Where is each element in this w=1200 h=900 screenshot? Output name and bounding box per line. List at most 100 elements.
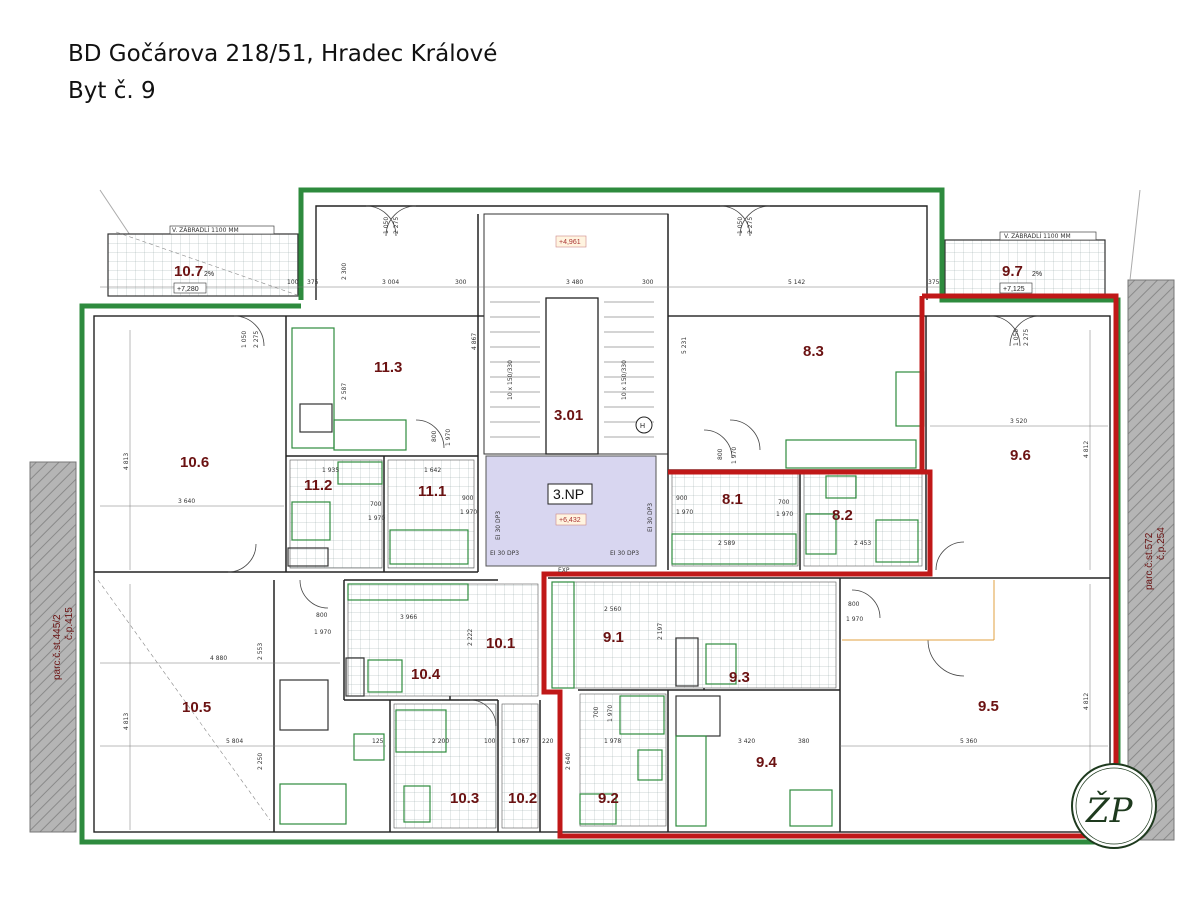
dim-2453: 2 453 — [854, 540, 871, 547]
door-w-6: 800 — [848, 601, 860, 608]
dim-v-2553: 2 553 — [257, 643, 264, 660]
room-label-8-1: 8.1 — [722, 491, 743, 508]
dim-v-4813-a: 4 813 — [123, 453, 130, 470]
neighbour-right-parcel: parc.č.st.572 — [1144, 532, 1155, 590]
flat-9-highlight — [541, 293, 1119, 839]
door-w-13: 700 — [593, 706, 600, 718]
fire-door-3: EI 30 DP3 — [490, 550, 519, 557]
dim-top-8: 375 — [928, 279, 940, 286]
room-label-10-7: 10.7 — [174, 263, 203, 280]
document-title: BD Gočárova 218/51, Hradec Králové Byt č… — [68, 36, 497, 110]
dim-1067: 1 067 — [512, 738, 529, 745]
level-stair-top: +4,961 — [559, 239, 581, 246]
room-label-11-3: 11.3 — [374, 359, 402, 376]
dim-1978: 1 978 — [604, 738, 621, 745]
dim-v-2250: 2 250 — [257, 753, 264, 770]
dim-top-5: 3 480 — [566, 279, 583, 286]
door-h-2: 2 275 — [747, 217, 754, 234]
door-h-12: 1 970 — [731, 447, 738, 464]
fire-door-1: EI 30 DP3 — [495, 511, 502, 540]
door-h-11: 1 970 — [445, 429, 452, 446]
level-terrace-left: +7,280 — [177, 286, 199, 293]
door-w-9: 900 — [676, 495, 688, 502]
door-h-10: 1 970 — [776, 511, 793, 518]
dim-1642: 1 642 — [424, 467, 441, 474]
dim-v-5231: 5 231 — [681, 337, 688, 354]
neighbour-building-right — [1127, 279, 1175, 841]
dim-v-2222: 2 222 — [467, 629, 474, 646]
dim-v-2640: 2 640 — [565, 753, 572, 770]
flight-note-left: 10 x 150/330 — [507, 360, 514, 400]
dim-top-2: 375 — [307, 279, 319, 286]
door-w-8: 900 — [462, 495, 474, 502]
door-h-6: 1 970 — [846, 616, 863, 623]
railing-note-left: V. ZÁBRADLÍ 1100 MM — [172, 227, 239, 234]
flight-note-right: 10 x 150/330 — [621, 360, 628, 400]
door-w-2: 1 050 — [737, 217, 744, 234]
dim-5360: 5 360 — [960, 738, 977, 745]
slope-left: 2% — [204, 271, 214, 278]
room-label-11-1: 11.1 — [418, 483, 446, 500]
door-h-1: 2 275 — [393, 217, 400, 234]
door-w-5: 800 — [316, 612, 328, 619]
neighbour-left-cp: č.p.415 — [64, 607, 75, 640]
dim-v-2197: 2 197 — [657, 623, 664, 640]
dim-v-2300: 2 300 — [341, 263, 348, 280]
room-label-9-5: 9.5 — [978, 698, 999, 715]
dim-2200: 2 200 — [432, 738, 449, 745]
hydrant-mark: H — [640, 423, 645, 430]
dim-1935: 1 935 — [322, 467, 339, 474]
dim-3640: 3 640 — [178, 498, 195, 505]
room-label-11-2: 11.2 — [304, 477, 332, 494]
railing-note-right: V. ZÁBRADLÍ 1100 MM — [1004, 233, 1071, 240]
dim-4880: 4 880 — [210, 655, 227, 662]
dim-top-6: 300 — [642, 279, 654, 286]
room-label-3-01: 3.01 — [554, 407, 583, 424]
dim-v-2587: 2 587 — [341, 383, 348, 400]
door-w-1: 1 050 — [383, 217, 390, 234]
door-w-3: 1 050 — [241, 331, 248, 348]
small-note-220: 220 — [542, 738, 554, 745]
dim-v-4867: 4 867 — [471, 333, 478, 350]
dim-v-4813-b: 4 813 — [123, 713, 130, 730]
dim-3420: 3 420 — [738, 738, 755, 745]
door-w-12: 800 — [717, 448, 724, 460]
door-h-13: 1 970 — [607, 705, 614, 722]
dim-3966: 3 966 — [400, 614, 417, 621]
fixtures — [279, 327, 925, 827]
neighbour-right-cp: č.p.254 — [1156, 527, 1167, 560]
level-markers: +7,280 +7,125 +4,961 +6,432 2% 2% — [173, 239, 1042, 524]
door-h-9: 1 970 — [676, 509, 693, 516]
room-label-9-3: 9.3 — [729, 669, 750, 686]
dim-2589: 2 589 — [718, 540, 735, 547]
door-h-3: 2 275 — [253, 331, 260, 348]
dim-top-3: 3 004 — [382, 279, 399, 286]
dim-v-4812-b: 4 812 — [1083, 693, 1090, 710]
room-label-9-2: 9.2 — [598, 790, 619, 807]
wet-rooms — [289, 459, 923, 829]
fire-door-4: EI 30 DP3 — [610, 550, 639, 557]
fire-door-2: EI 30 DP3 — [647, 503, 654, 532]
level-terrace-right: +7,125 — [1003, 286, 1025, 293]
room-label-9-4: 9.4 — [756, 754, 778, 771]
room-label-10-1: 10.1 — [486, 635, 515, 652]
dim-3520: 3 520 — [1010, 418, 1027, 425]
title-flat-number: Byt č. 9 — [68, 78, 156, 104]
exp-note: EXP — [558, 567, 570, 574]
floor-label: 3.NP — [553, 486, 584, 502]
staircase — [483, 213, 669, 567]
dim-top-7: 5 142 — [788, 279, 805, 286]
room-label-8-2: 8.2 — [832, 507, 853, 524]
door-h-8: 1 970 — [460, 509, 477, 516]
neighbour-building-left — [29, 461, 77, 833]
room-label-9-7: 9.7 — [1002, 263, 1023, 280]
room-label-10-3: 10.3 — [450, 790, 479, 807]
door-w-11: 800 — [431, 430, 438, 442]
room-label-10-5: 10.5 — [182, 699, 211, 716]
door-w-7: 700 — [370, 501, 382, 508]
room-label-9-6: 9.6 — [1010, 447, 1031, 464]
logo-letters: ŽP — [1085, 790, 1134, 831]
door-w-4: 1 050 — [1013, 329, 1020, 346]
neighbour-left-parcel: parc.č.st.445/2 — [52, 614, 63, 680]
